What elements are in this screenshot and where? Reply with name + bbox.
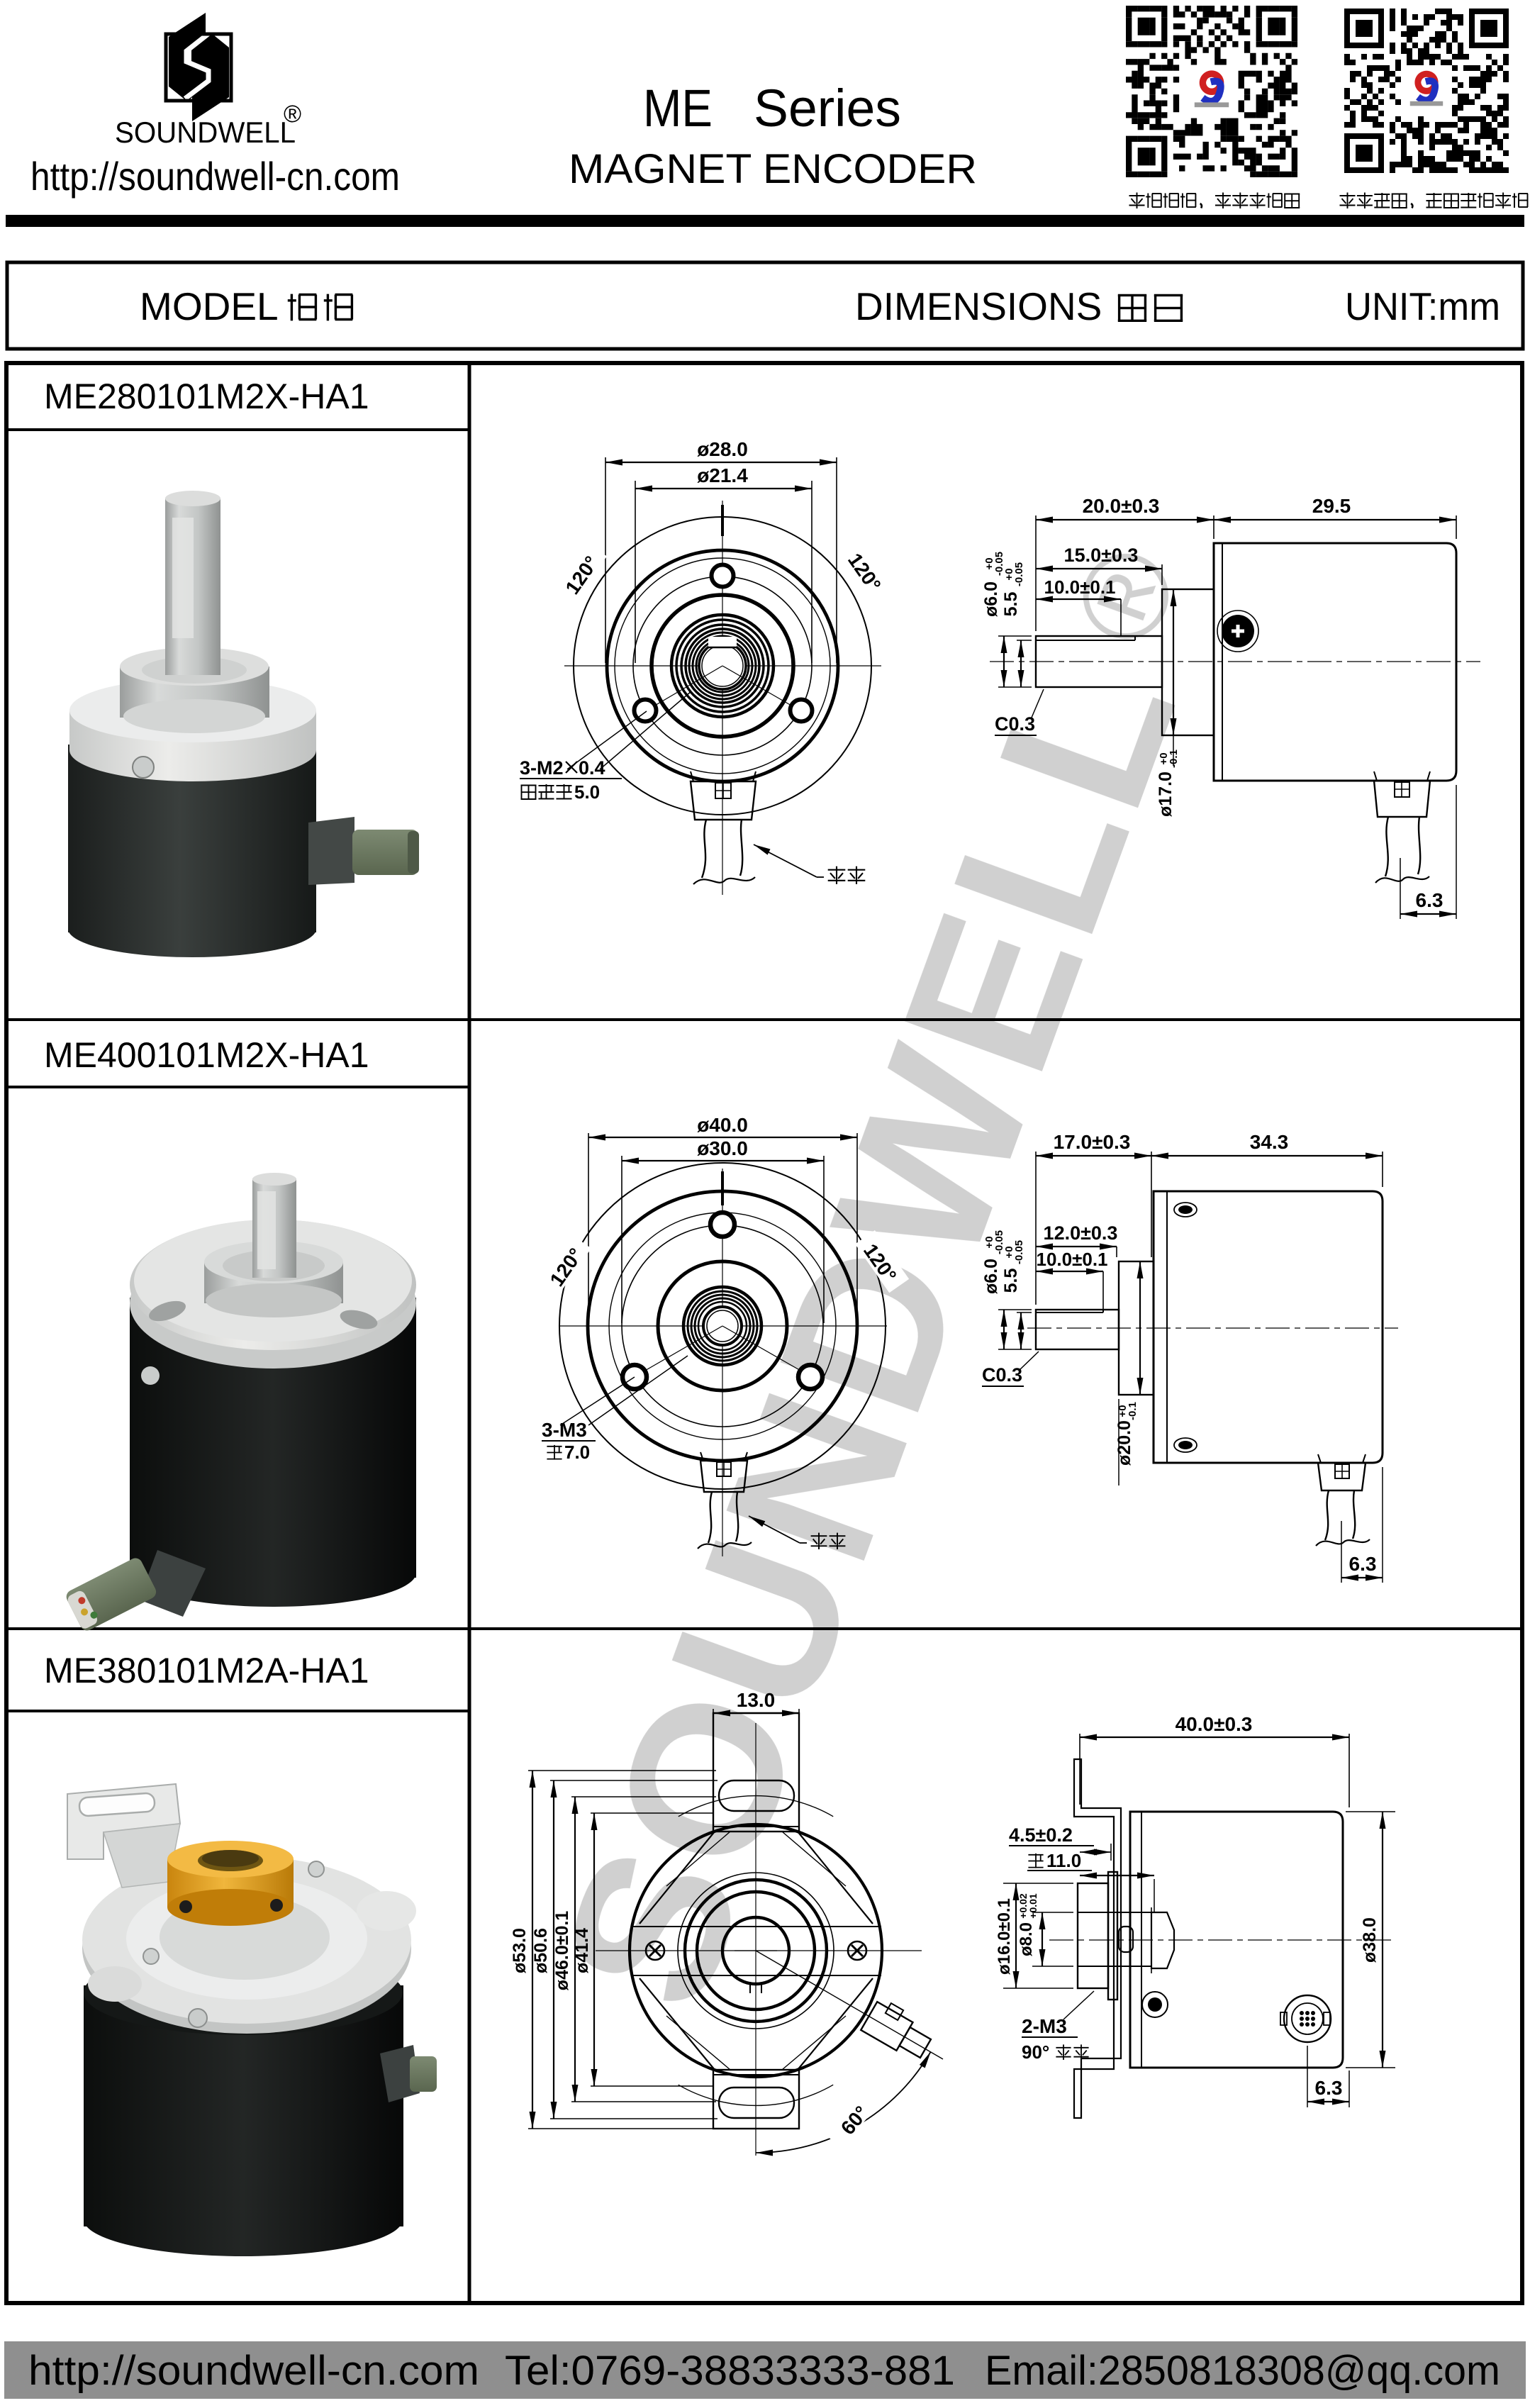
svg-text:3-M2: 3-M2: [520, 757, 564, 779]
svg-text:12.0±0.3: 12.0±0.3: [1044, 1222, 1118, 1244]
svg-text:-0.1: -0.1: [1127, 1402, 1139, 1420]
svg-text:17.0±0.3: 17.0±0.3: [1054, 1131, 1131, 1153]
svg-text:0.4: 0.4: [579, 757, 605, 779]
svg-text:10.0±0.1: 10.0±0.1: [1036, 1249, 1107, 1270]
svg-text:15.0±0.3: 15.0±0.3: [1064, 545, 1139, 566]
svg-text:3-M3: 3-M3: [542, 1419, 587, 1441]
svg-text:20.0±0.3: 20.0±0.3: [1083, 495, 1160, 517]
svg-text:ø41.4: ø41.4: [572, 1928, 592, 1973]
svg-text:5.5: 5.5: [1001, 1269, 1021, 1293]
svg-text:ø46.0±0.1: ø46.0±0.1: [552, 1911, 572, 1990]
svg-text:http://soundwell-cn.com: http://soundwell-cn.com: [28, 2348, 479, 2394]
svg-text:11.0: 11.0: [1046, 1850, 1081, 1871]
svg-text:-0.05: -0.05: [1013, 562, 1025, 586]
svg-text:ME: ME: [643, 79, 713, 138]
svg-text:ø17.0: ø17.0: [1156, 771, 1176, 817]
svg-text:UNIT:mm: UNIT:mm: [1345, 284, 1500, 328]
svg-text:+0: +0: [1117, 1405, 1129, 1417]
svg-text:-0.05: -0.05: [1013, 1240, 1025, 1264]
svg-text:C0.3: C0.3: [995, 713, 1035, 735]
svg-text:http://soundwell-cn.com: http://soundwell-cn.com: [30, 154, 400, 199]
svg-text:ø30.0: ø30.0: [697, 1137, 748, 1159]
svg-text:+0: +0: [1003, 1246, 1015, 1258]
svg-text:Series: Series: [754, 79, 901, 138]
svg-text:6.3: 6.3: [1349, 1553, 1377, 1575]
svg-text:6.3: 6.3: [1315, 2077, 1343, 2099]
svg-text:®: ®: [284, 101, 301, 128]
svg-text:+0: +0: [983, 557, 995, 569]
svg-text:ø40.0: ø40.0: [697, 1114, 748, 1136]
svg-text:13.0: 13.0: [737, 1689, 776, 1711]
svg-text:ø16.0±0.1: ø16.0±0.1: [995, 1898, 1014, 1975]
svg-text:C0.3: C0.3: [982, 1364, 1022, 1386]
svg-text:ME280101M2X-HA1: ME280101M2X-HA1: [44, 377, 369, 416]
svg-text:+0.01: +0.01: [1027, 1893, 1039, 1919]
svg-text:Email:2850818308@qq.com: Email:2850818308@qq.com: [985, 2348, 1500, 2394]
svg-text:40.0±0.3: 40.0±0.3: [1176, 1713, 1253, 1735]
svg-text:-0.05: -0.05: [993, 552, 1005, 576]
svg-text:ø6.0: ø6.0: [981, 581, 1001, 617]
svg-text:2-M3: 2-M3: [1022, 2015, 1067, 2037]
svg-text:5.0: 5.0: [574, 781, 600, 803]
svg-text:ø28.0: ø28.0: [697, 438, 748, 460]
svg-text:ø8.0: ø8.0: [1017, 1922, 1036, 1956]
svg-text:-0.05: -0.05: [993, 1230, 1005, 1254]
svg-text:ø38.0: ø38.0: [1360, 1917, 1380, 1963]
svg-text:+0: +0: [1003, 568, 1015, 580]
svg-text:4.5±0.2: 4.5±0.2: [1009, 1824, 1073, 1846]
svg-text:90°: 90°: [1022, 2041, 1049, 2063]
svg-text:ø50.6: ø50.6: [531, 1928, 551, 1973]
svg-text:ø20.0: ø20.0: [1115, 1420, 1134, 1466]
svg-text:10.0±0.1: 10.0±0.1: [1044, 576, 1115, 598]
svg-text:-0.1: -0.1: [1168, 749, 1180, 768]
svg-text:34.3: 34.3: [1250, 1131, 1289, 1153]
svg-text:ME380101M2A-HA1: ME380101M2A-HA1: [44, 1651, 369, 1690]
svg-text:+0: +0: [983, 1236, 995, 1248]
svg-text:+0.02: +0.02: [1017, 1893, 1029, 1919]
svg-text:MAGNET ENCODER: MAGNET ENCODER: [569, 146, 977, 192]
svg-text:6.3: 6.3: [1416, 889, 1444, 911]
svg-text:ø6.0: ø6.0: [981, 1259, 1001, 1294]
svg-text:Tel:0769-38833333-881: Tel:0769-38833333-881: [505, 2348, 955, 2394]
svg-text:DIMENSIONS: DIMENSIONS: [855, 284, 1102, 328]
svg-text:5.5: 5.5: [1001, 592, 1021, 617]
svg-text:ø21.4: ø21.4: [697, 464, 748, 486]
svg-text:ME400101M2X-HA1: ME400101M2X-HA1: [44, 1035, 369, 1075]
svg-text:ø53.0: ø53.0: [510, 1928, 530, 1973]
svg-text:+0: +0: [1158, 752, 1170, 764]
svg-text:MODEL: MODEL: [140, 284, 279, 328]
svg-text:7.0: 7.0: [564, 1442, 590, 1463]
svg-text:SOUNDWELL: SOUNDWELL: [115, 116, 296, 149]
svg-text:29.5: 29.5: [1312, 495, 1351, 517]
